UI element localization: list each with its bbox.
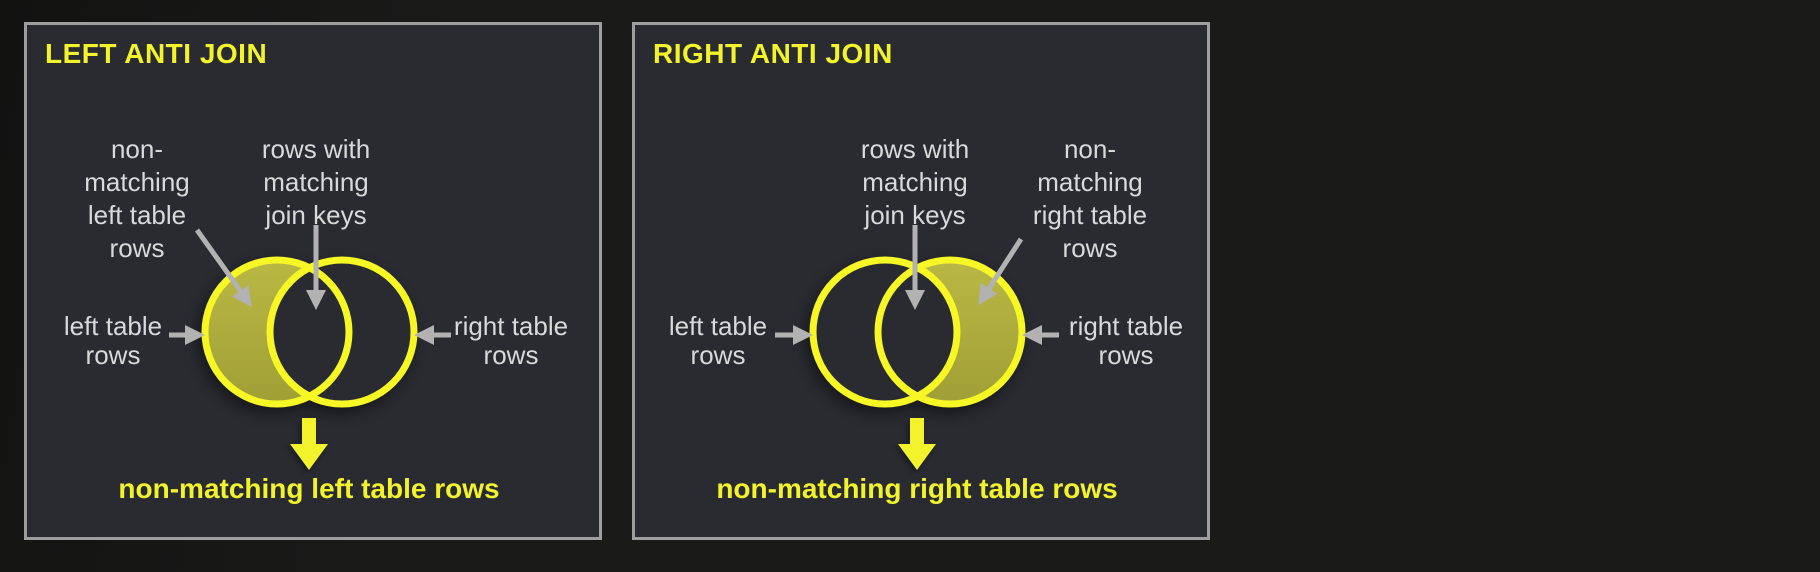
left-circle	[201, 256, 353, 408]
matching-join-keys-callout: rows with matching join keys	[261, 134, 371, 230]
result-caption: non-matching right table rows	[716, 473, 1118, 504]
result-down-arrow-icon	[898, 418, 936, 470]
left-anti-join-venn	[169, 225, 451, 470]
arrow-to-crescent-icon	[978, 237, 1024, 306]
left-table-rows-label: left table rows	[63, 311, 163, 370]
callout-arrows	[775, 225, 1059, 345]
left-anti-join-panel: LEFT ANTI JOIN non- matching left table …	[24, 22, 602, 540]
arrow-to-crescent-icon	[194, 228, 252, 308]
right-table-rows-label: right table rows	[1068, 311, 1184, 370]
non-matching-right-callout: non- matching right table rows	[1032, 134, 1148, 263]
panel-title: LEFT ANTI JOIN	[45, 38, 268, 69]
result-caption: non-matching left table rows	[118, 473, 500, 504]
right-anti-join-panel: RIGHT ANTI JOIN rows with matching join …	[632, 22, 1210, 540]
left-circle	[809, 256, 961, 408]
non-matching-left-callout: non- matching left table rows	[84, 134, 190, 263]
left-table-rows-label: left table rows	[668, 311, 768, 370]
result-down-arrow-icon	[290, 418, 328, 470]
callout-arrows	[169, 225, 451, 345]
right-anti-join-venn	[775, 225, 1059, 470]
panel-title: RIGHT ANTI JOIN	[653, 38, 893, 69]
right-table-rows-label: right table rows	[453, 311, 569, 370]
matching-join-keys-callout: rows with matching join keys	[860, 134, 970, 230]
